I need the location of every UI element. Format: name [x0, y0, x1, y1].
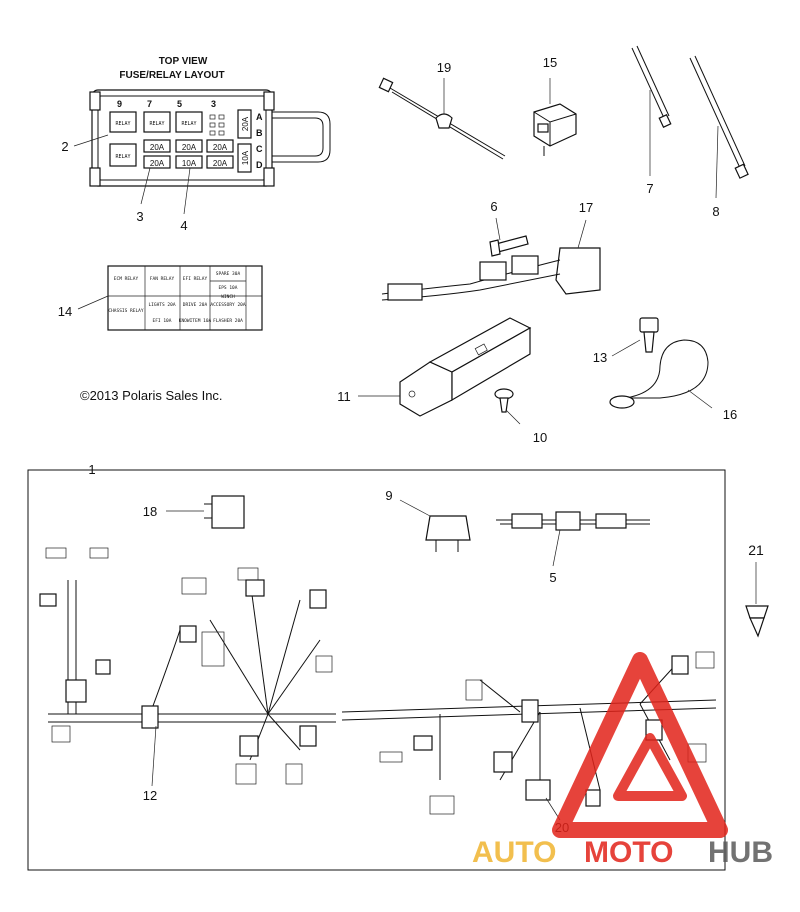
- callout-label: 4: [180, 218, 187, 233]
- fuse-table-cell: DRIVE 20A: [183, 302, 208, 308]
- callout-label: 12: [143, 788, 157, 803]
- svg-text:20A: 20A: [213, 143, 228, 152]
- fuse-table-cell: ECM RELAY: [114, 276, 139, 282]
- watermark-text-hub: HUB: [708, 836, 773, 869]
- fuse-layout-title-2: FUSE/RELAY LAYOUT: [119, 70, 224, 81]
- fuse-col-number: 5: [177, 99, 182, 109]
- fuse-slot-vertical: [237, 143, 252, 173]
- watermark-logo: AUTO MOTO HUB: [472, 652, 773, 869]
- fuse-table-cell: ACCESSORY 20A: [210, 302, 246, 308]
- fuse-slot: [143, 155, 171, 169]
- callout-label: 6: [490, 199, 497, 214]
- fuse-table-cell: EPS 10A: [219, 285, 238, 291]
- svg-text:RELAY: RELAY: [149, 121, 164, 127]
- fuse-table-cell: FAN RELAY: [150, 276, 175, 282]
- callout-label: 18: [143, 504, 157, 519]
- callout-numbers: 1 2 3 4 5 6 7 8 9 10 11 12 13 14 15 16 1…: [58, 55, 764, 835]
- fuse-table: ECM RELAY FAN RELAY EFI RELAY SPARE 30A …: [77, 265, 263, 331]
- relay-slot: [143, 111, 171, 133]
- svg-text:RELAY: RELAY: [181, 121, 196, 127]
- p-clamp: [609, 339, 713, 409]
- svg-text:20A: 20A: [182, 143, 197, 152]
- svg-text:20A: 20A: [150, 143, 165, 152]
- watermark-triangle: [552, 652, 728, 838]
- mounting-bracket: [358, 317, 532, 417]
- fuse-table-cell: EFI RELAY: [183, 276, 208, 282]
- callout-label: 10: [533, 430, 547, 445]
- jumper-wire: [496, 511, 650, 567]
- svg-text:20A: 20A: [241, 116, 250, 131]
- cable-tie-7: [631, 45, 672, 176]
- fuse-slot: [175, 139, 203, 153]
- fuse-row-letter: D: [256, 160, 263, 170]
- fuse-table-cell: CHASSIS RELAY: [108, 308, 144, 314]
- relay-part: [166, 495, 245, 529]
- clamp-bolt: [611, 317, 659, 357]
- svg-text:20A: 20A: [213, 159, 228, 168]
- fuse-row-letter: B: [256, 128, 263, 138]
- fuse-relay-layout: TOP VIEW FUSE/RELAY LAYOUT 9 7 5 3 A B C…: [73, 56, 331, 215]
- svg-text:10A: 10A: [182, 159, 197, 168]
- screw-part: [494, 388, 521, 425]
- callout-label: 9: [385, 488, 392, 503]
- callout-label: 17: [579, 200, 593, 215]
- svg-text:RELAY: RELAY: [115, 121, 130, 127]
- connector-plug: [533, 78, 577, 156]
- callout-label: 16: [723, 407, 737, 422]
- relay-slot: [175, 111, 203, 133]
- fuse-col-number: 7: [147, 99, 152, 109]
- svg-text:20A: 20A: [150, 159, 165, 168]
- sub-harness: [381, 219, 601, 301]
- fuse-box-handle: [272, 111, 331, 163]
- callout-label: 1: [88, 462, 95, 477]
- callout-label: 13: [593, 350, 607, 365]
- callout-label: 11: [337, 389, 351, 404]
- watermark-text-auto: AUTO: [472, 836, 556, 869]
- callout-label: 5: [549, 570, 556, 585]
- fuse-row-letter: A: [256, 112, 263, 122]
- relay-slot: [109, 111, 137, 133]
- callout-label: 3: [136, 209, 143, 224]
- fuse-table-cell: WINCH: [221, 294, 235, 300]
- fuse-table-cell: KNOWITEM 10A: [179, 318, 212, 324]
- copyright-text: ©2013 Polaris Sales Inc.: [80, 388, 223, 403]
- fuse-slot: [206, 155, 234, 169]
- fuse-table-cell: LIGHTS 20A: [148, 302, 175, 308]
- callout-label: 15: [543, 55, 557, 70]
- fuse-table-cell: FLASHER 20A: [213, 318, 243, 324]
- callout-label: 19: [437, 60, 451, 75]
- callout-label: 8: [712, 204, 719, 219]
- svg-text:RELAY: RELAY: [115, 154, 130, 160]
- callout-label: 21: [748, 542, 764, 558]
- cable-tie-clip: [378, 77, 506, 160]
- svg-text:10A: 10A: [241, 150, 250, 165]
- fuse-slot: [206, 139, 234, 153]
- cable-tie-8: [689, 55, 749, 199]
- bolt-part: [489, 217, 529, 257]
- fuse-slot-vertical: [237, 109, 252, 139]
- fuse-slot: [143, 139, 171, 153]
- callout-label: 14: [58, 304, 72, 319]
- fuse-col-number: 9: [117, 99, 122, 109]
- fuse-layout-title-1: TOP VIEW: [159, 56, 208, 67]
- callout-label: 7: [646, 181, 653, 196]
- main-harness-left: [39, 547, 336, 787]
- fuse-slot: [175, 155, 203, 169]
- relay-slot: [109, 143, 137, 167]
- callout-label: 2: [61, 139, 68, 154]
- main-harness-frame: [27, 469, 726, 871]
- fuse-table-cell: SPARE 30A: [216, 271, 241, 277]
- push-rivet: [745, 562, 769, 638]
- fuse-table-cell: EFI 10A: [153, 318, 172, 324]
- fuse-col-number: 3: [211, 99, 216, 109]
- circuit-breaker: [399, 499, 471, 552]
- watermark-text-moto: MOTO: [584, 836, 673, 869]
- fuse-row-letter: C: [256, 144, 263, 154]
